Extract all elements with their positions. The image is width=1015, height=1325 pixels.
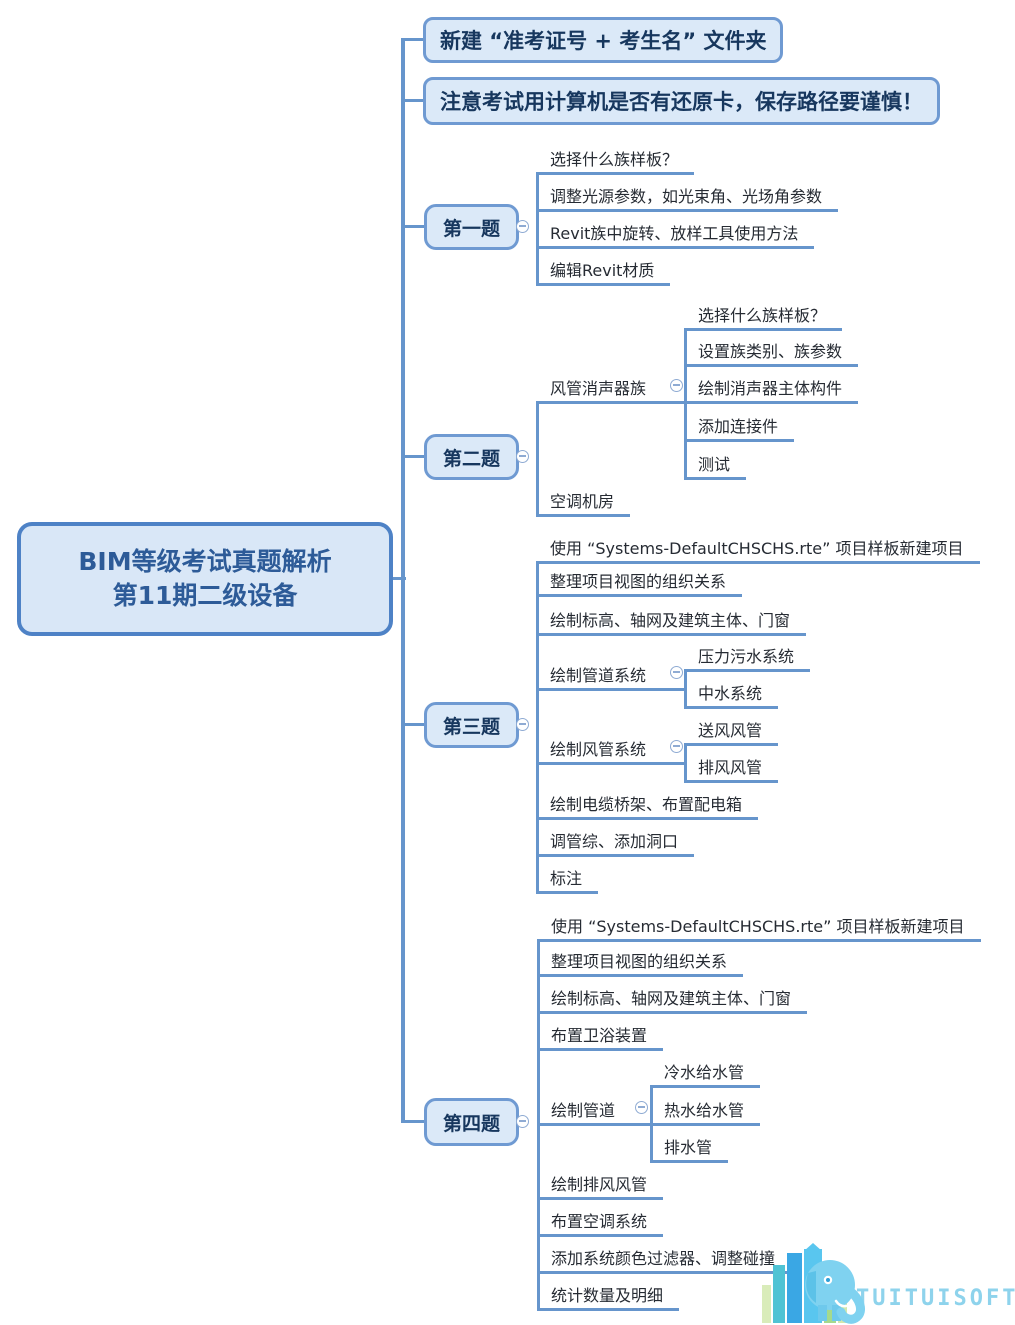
leaf-q3-new-project[interactable]: 使用 “Systems-DefaultCHSCHS.rte” 项目样板新建项目 (536, 538, 980, 564)
collapse-toggle-icon-pipes[interactable] (635, 1101, 648, 1114)
note-restore-card-warning[interactable]: 注意考试用计算机是否有还原卡，保存路径要谨慎！ (423, 77, 940, 125)
tuituisoft-logo (758, 1243, 1015, 1325)
leaf-q4-new-project[interactable]: 使用 “Systems-DefaultCHSCHS.rte” 项目样板新建项目 (537, 916, 981, 942)
leaf-q4-color-filters[interactable]: 添加系统颜色过滤器、调整碰撞 (537, 1248, 792, 1274)
connector-q2-children (536, 401, 539, 517)
collapse-toggle-icon-q2[interactable] (516, 450, 529, 463)
root-node[interactable]: BIM等级考试真题解析 第11期二级设备 (17, 522, 393, 636)
connector-stub-q2 (401, 455, 426, 458)
connector-stub-q1 (401, 225, 426, 228)
leaf-q1-revit-tools[interactable]: Revit族中旋转、放样工具使用方法 (536, 223, 815, 249)
leaf-q4-drain-pipe[interactable]: 排水管 (650, 1137, 729, 1163)
connector-stub-note1 (401, 38, 425, 41)
leaf-q3-levels-grids[interactable]: 绘制标高、轴网及建筑主体、门窗 (536, 610, 807, 636)
collapse-toggle-icon-pipe-systems[interactable] (670, 666, 683, 679)
leaf-q4-hot-water[interactable]: 热水给水管 (650, 1100, 761, 1126)
topic-question-3[interactable]: 第三题 (424, 702, 520, 748)
leaf-q1-light-params[interactable]: 调整光源参数，如光束角、光场角参数 (536, 186, 839, 212)
leaf-q3-annotation[interactable]: 标注 (536, 868, 599, 894)
root-title-line2: 第11期二级设备 (112, 581, 298, 610)
leaf-q3-clash-holes[interactable]: 调管综、添加洞口 (536, 831, 695, 857)
leaf-q1-family-template[interactable]: 选择什么族样板？ (536, 149, 695, 175)
leaf-q4-hvac-system[interactable]: 布置空调系统 (537, 1211, 664, 1237)
leaf-q4-cold-water[interactable]: 冷水给水管 (650, 1062, 761, 1088)
connector-q2-grandchildren (684, 328, 687, 480)
connector-q1-children (536, 172, 539, 286)
leaf-q3-duct-systems[interactable]: 绘制风管系统 (536, 739, 687, 765)
collapse-toggle-icon-q1[interactable] (516, 220, 529, 233)
topic-question-1[interactable]: 第一题 (424, 204, 520, 250)
leaf-q4-sanitary-fixtures[interactable]: 布置卫浴装置 (537, 1025, 664, 1051)
collapse-toggle-icon-duct-systems[interactable] (670, 740, 683, 753)
connector-trunk (401, 38, 405, 1123)
elephant-buildings-icon (762, 1243, 865, 1324)
topic-label: 第三题 (443, 715, 501, 738)
collapse-toggle-icon-silencer[interactable] (670, 379, 683, 392)
leaf-q3-supply-duct[interactable]: 送风风管 (684, 720, 779, 746)
leaf-q1-edit-material[interactable]: 编辑Revit材质 (536, 260, 671, 286)
leaf-q2-silencer-body[interactable]: 绘制消声器主体构件 (684, 378, 859, 404)
leaf-q2-silencer-connector[interactable]: 添加连接件 (684, 416, 795, 442)
leaf-q4-pipes[interactable]: 绘制管道 (537, 1100, 653, 1126)
leaf-q2-hvac-room[interactable]: 空调机房 (536, 491, 631, 517)
note-label: 新建 “准考证号 + 考生名” 文件夹 (440, 29, 767, 53)
leaf-q2-silencer-test[interactable]: 测试 (684, 454, 747, 480)
topic-label: 第一题 (443, 217, 501, 240)
connector-stub-q4 (401, 1120, 426, 1123)
leaf-q2-silencer-template[interactable]: 选择什么族样板？ (684, 305, 843, 331)
note-label: 注意考试用计算机是否有还原卡，保存路径要谨慎！ (440, 90, 923, 114)
leaf-q4-levels-grids[interactable]: 绘制标高、轴网及建筑主体、门窗 (537, 988, 808, 1014)
topic-label: 第二题 (443, 447, 501, 470)
leaf-q4-view-organization[interactable]: 整理项目视图的组织关系 (537, 951, 744, 977)
leaf-q2-silencer-family[interactable]: 风管消声器族 (536, 378, 687, 404)
collapse-toggle-icon-q4[interactable] (516, 1115, 529, 1128)
topic-question-2[interactable]: 第二题 (424, 434, 520, 480)
note-new-folder[interactable]: 新建 “准考证号 + 考生名” 文件夹 (423, 17, 784, 63)
leaf-q4-schedules[interactable]: 统计数量及明细 (537, 1285, 680, 1311)
leaf-q2-silencer-category[interactable]: 设置族类别、族参数 (684, 341, 859, 367)
leaf-q4-exhaust-duct[interactable]: 绘制排风风管 (537, 1174, 664, 1200)
leaf-q3-cable-tray[interactable]: 绘制电缆桥架、布置配电箱 (536, 794, 759, 820)
connector-stub-note2 (401, 99, 425, 102)
leaf-q3-view-organization[interactable]: 整理项目视图的组织关系 (536, 571, 743, 597)
leaf-q3-pressure-sewage[interactable]: 压力污水系统 (684, 646, 811, 672)
collapse-toggle-icon-q3[interactable] (516, 718, 529, 731)
leaf-q3-exhaust-duct[interactable]: 排风风管 (684, 757, 779, 783)
connector-q3-children (536, 561, 539, 894)
logo-wordmark: TUITUISOFT (856, 1286, 1015, 1311)
root-title-line1: BIM等级考试真题解析 (78, 547, 332, 576)
topic-label: 第四题 (443, 1112, 501, 1135)
connector-stub-q3 (401, 723, 426, 726)
leaf-q3-reclaimed-water[interactable]: 中水系统 (684, 683, 779, 709)
leaf-q3-pipe-systems[interactable]: 绘制管道系统 (536, 665, 687, 691)
connector-root (389, 577, 406, 580)
topic-question-4[interactable]: 第四题 (424, 1098, 520, 1146)
